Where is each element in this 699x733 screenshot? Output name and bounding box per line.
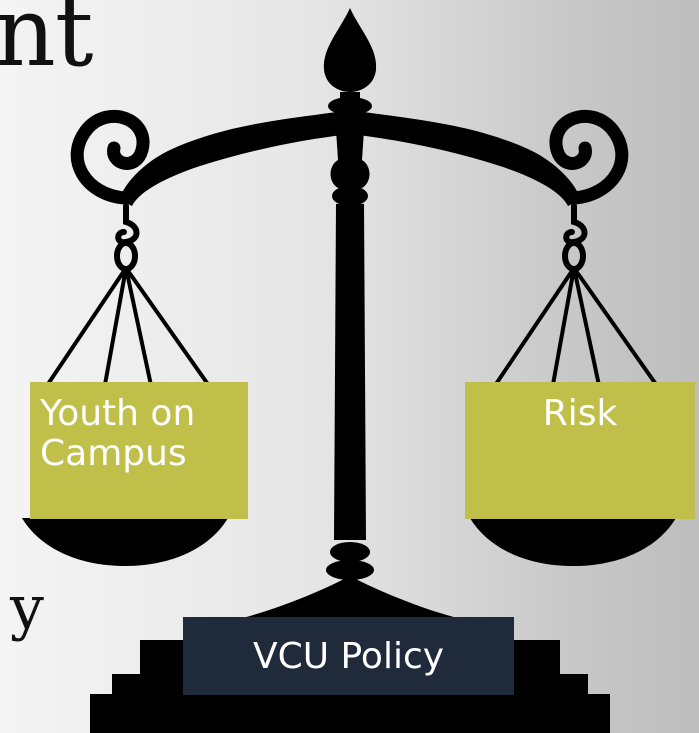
- scale-base-dome: [234, 576, 466, 620]
- right-hook: [563, 203, 588, 246]
- left-pan: [22, 518, 228, 566]
- left-strings: [42, 266, 214, 392]
- right-chain-link: [562, 240, 586, 272]
- right-strings: [490, 266, 662, 392]
- right-pan-label: Risk: [465, 382, 695, 519]
- scale-pillar-collar-2: [326, 560, 374, 580]
- left-scroll: [70, 109, 150, 205]
- scale-pillar: [334, 204, 366, 540]
- slide-title-fragment: nt: [0, 0, 93, 88]
- left-chain-link: [114, 240, 138, 272]
- right-scroll: [549, 109, 629, 205]
- scale-pillar-collar-1: [330, 542, 370, 562]
- right-pan: [470, 518, 676, 566]
- scale-pillar-top: [330, 130, 370, 188]
- left-pan-label: Youth on Campus: [30, 382, 248, 519]
- slide-body-fragment: y: [10, 573, 44, 643]
- scale-finial: [323, 8, 377, 92]
- scale-beam: [120, 110, 580, 206]
- scale-pillar-knob: [332, 186, 368, 206]
- left-hook: [115, 203, 140, 246]
- base-label: VCU Policy: [183, 617, 514, 695]
- scale-base-tier-3: [90, 694, 610, 733]
